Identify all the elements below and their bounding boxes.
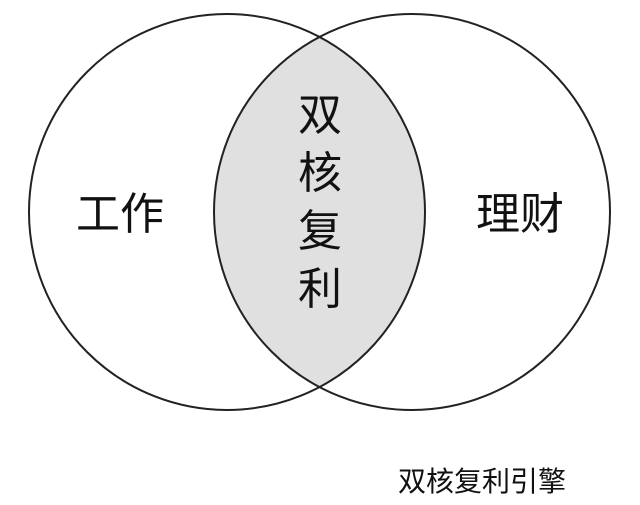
left-label: 工作 bbox=[76, 189, 164, 240]
right-circle bbox=[213, 13, 611, 411]
center-char-2: 核 bbox=[298, 148, 342, 199]
diagram-caption: 双核复利引擎 bbox=[398, 465, 567, 498]
overlap-region bbox=[214, 14, 425, 410]
center-char-4: 利 bbox=[298, 264, 342, 315]
left-circle bbox=[28, 13, 426, 411]
right-label: 理财 bbox=[476, 189, 564, 240]
center-char-3: 复 bbox=[298, 206, 342, 257]
center-char-1: 双 bbox=[298, 90, 342, 141]
